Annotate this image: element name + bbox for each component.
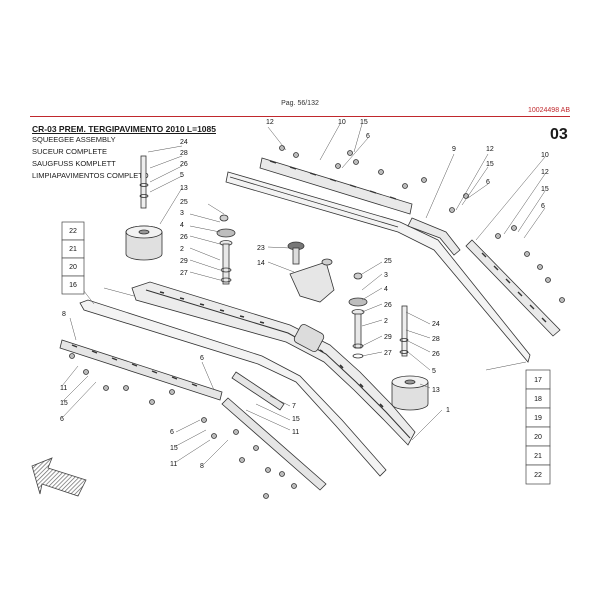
callout-rc-5: 5 [432,368,436,375]
callout-23: 23 [257,245,265,252]
callout-bm-6b: 6 [170,429,174,436]
callout-14: 14 [257,260,265,267]
height-adjust-stack-left [216,214,236,285]
callout-bl-15: 15 [60,400,68,407]
blade-clamp-strip-short [407,217,461,256]
callout-c-26: 26 [384,302,392,309]
callout-m-27: 27 [180,270,188,277]
callout-l-28: 28 [180,150,188,157]
callout-m-3: 3 [180,210,184,217]
wheel-left [125,155,163,261]
callout-box-19: 19 [534,415,542,422]
callout-r-12: 12 [541,169,549,176]
callout-box-16: 16 [69,282,77,289]
direction-arrow-icon [31,457,87,497]
callout-box-20: 20 [69,264,77,271]
callout-c-4: 4 [384,286,388,293]
knob-and-bracket [287,241,335,303]
callout-rc-24: 24 [432,321,440,328]
callout-c-29: 29 [384,334,392,341]
title-line-de: SAUGFUSS KOMPLETT [32,159,116,168]
callout-bl-11: 11 [60,385,67,392]
callout-bm-8: 8 [200,463,204,470]
callout-box-21r: 21 [534,453,542,460]
callout-box-17: 17 [534,377,542,384]
callout-rc-26: 26 [432,351,440,358]
callout-m-25: 25 [180,199,188,206]
blade-clamp-strip-short-left [231,371,285,411]
blade-clamp-strip-right [465,239,561,337]
callout-tr-6: 6 [486,179,490,186]
page-number: Pag. 56/132 [281,100,319,107]
callout-m-4: 4 [180,222,184,229]
callout-9: 9 [452,146,456,153]
blade-clamp-strip-left [59,339,223,401]
callout-rc-28: 28 [432,336,440,343]
callout-frame-1: 1 [446,407,450,414]
callout-m-26: 26 [180,234,188,241]
left-part-boxes: 22 21 20 16 [61,221,85,295]
callout-l-5: 5 [180,172,184,179]
hose-connector [293,324,325,352]
callout-r-6: 6 [541,203,545,210]
callout-rc-13: 13 [432,387,440,394]
callout-bm-11b: 11 [170,461,177,468]
callout-r-15: 15 [541,186,549,193]
wheel-right [391,305,429,411]
title-line-es: LIMPIAPAVIMENTOS COMPLETO [32,171,149,180]
callout-bl-8: 8 [62,311,66,318]
right-part-boxes: 17 18 19 20 21 22 [525,369,551,485]
callout-box-20r: 20 [534,434,542,441]
bolts-and-screws [69,145,565,499]
document-code: 10024498 AB [527,107,570,114]
callout-bm-15a: 15 [292,416,300,423]
callout-bl-6: 6 [60,416,64,423]
section-number: 03 [550,126,568,143]
leader-lines [61,123,546,465]
callout-tr-15: 15 [486,161,494,168]
callout-top-10: 10 [338,119,346,126]
callout-l-26: 26 [180,161,188,168]
callout-top-15: 15 [360,119,368,126]
callout-top-12: 12 [266,119,274,126]
assembly-title: CR-03 PREM. TERGIPAVIMENTO 2010 L=1085 [32,124,216,134]
callout-box-21: 21 [69,246,77,253]
callout-m-29: 29 [180,258,188,265]
callout-c-27: 27 [384,350,392,357]
callout-r-10: 10 [541,152,549,159]
callout-c-25: 25 [384,258,392,265]
callout-numbers: 12 10 15 6 9 12 15 6 10 12 15 6 24 28 26… [60,119,549,470]
callout-l-24: 24 [180,139,188,146]
callout-top-6: 6 [366,133,370,140]
callout-bm-7: 7 [292,403,296,410]
blade-clamp-strip-top [259,157,413,215]
lower-squeegee-blade [79,299,387,477]
callout-c-2: 2 [384,318,388,325]
callout-m-2: 2 [180,246,184,253]
blade-clamp-strip-bottom [221,397,327,491]
callout-box-22r: 22 [534,472,542,479]
height-adjust-stack-right [348,272,368,359]
callout-tr-12: 12 [486,146,494,153]
callout-l-13: 13 [180,185,188,192]
title-line-en: SQUEEGEE ASSEMBLY [32,135,116,144]
callout-c-3: 3 [384,272,388,279]
callout-bm-6a: 6 [200,355,204,362]
callout-box-22: 22 [69,228,77,235]
callout-box-18: 18 [534,396,542,403]
squeegee-body-frame [131,281,416,446]
title-block: CR-03 PREM. TERGIPAVIMENTO 2010 L=1085 S… [32,124,216,182]
callout-bm-15b: 15 [170,445,178,452]
title-line-fr: SUCEUR COMPLETE [32,147,108,156]
header-rule [30,116,570,117]
callout-bm-11a: 11 [292,429,299,436]
